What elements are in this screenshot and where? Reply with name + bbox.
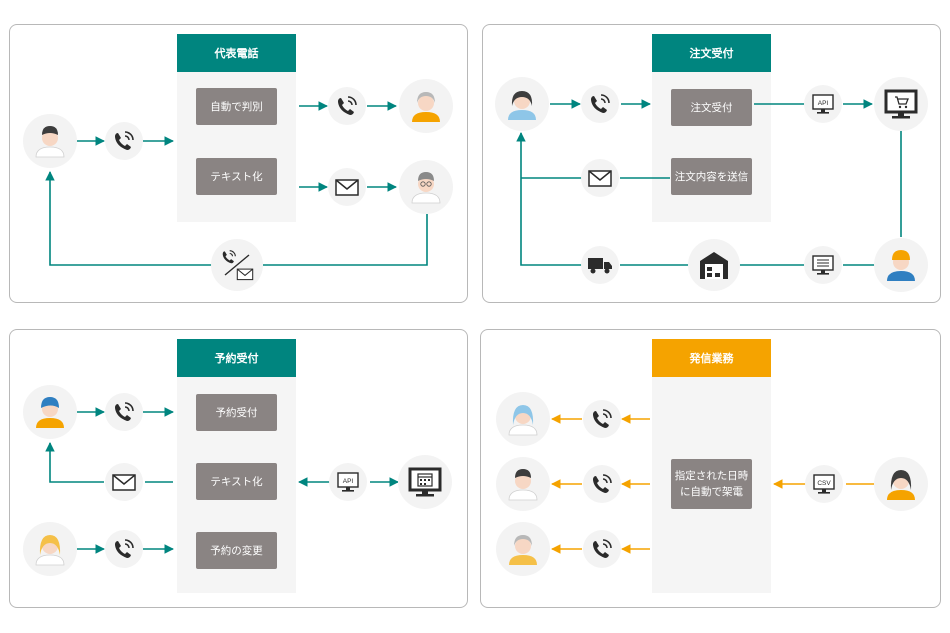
column-header-yoyaku-uketsuke: 予約受付 [177,339,296,377]
box-jidou-hanbetsu: 自動で判別 [196,88,277,125]
box-text-ka: テキスト化 [196,158,277,195]
box-chumon-uketsuke: 注文受付 [671,89,752,126]
box-yoyaku-uketsuke: 予約受付 [196,394,277,431]
box-text-ka-2: テキスト化 [196,463,277,500]
column-header-daihyo-denwa: 代表電話 [177,34,296,72]
box-chumon-soushin: 注文内容を送信 [671,158,752,195]
box-yoyaku-henkou: 予約の変更 [196,532,277,569]
box-jidou-kaden: 指定された日時 に自動で架電 [671,459,752,509]
column-header-chumon-uketsuke: 注文受付 [652,34,771,72]
column-header-hasshin-gyoumu: 発信業務 [652,339,771,377]
